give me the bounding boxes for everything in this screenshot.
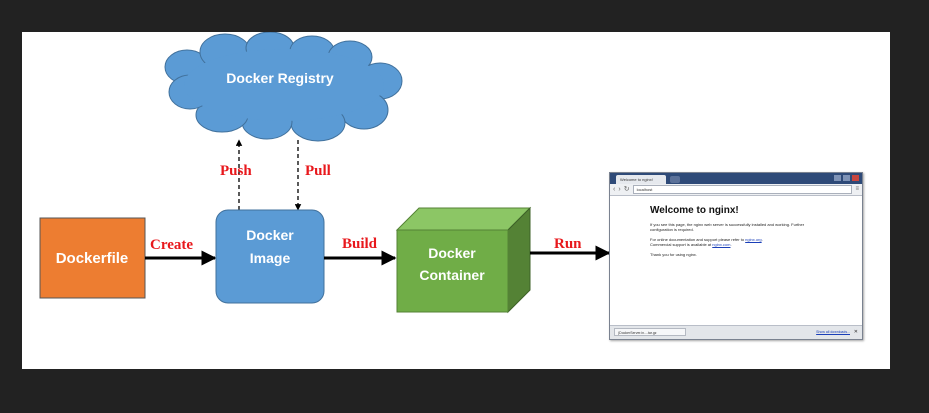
run-label: Run [554,236,582,252]
forward-arrow-icon[interactable]: › [618,186,621,193]
docker-image-label-line1: Docker [246,227,294,243]
download-bar: (DockerServer.in....tar.gz Show all down… [610,325,862,339]
nginx-org-link[interactable]: nginx.org [745,237,762,242]
docker-registry-label: Docker Registry [226,70,334,86]
nginx-com-link[interactable]: nginx.com [712,242,731,247]
dockerfile-label: Dockerfile [56,250,129,267]
nginx-browser-window: Welcome to nginx! ‹ › ↻ localhost ≡ Welc… [609,172,863,340]
create-label: Create [150,237,193,253]
show-all-downloads-link[interactable]: Show all downloads... [816,330,850,334]
close-download-bar-icon[interactable]: ✕ [853,329,858,335]
pull-label: Pull [305,163,331,179]
docker-container-label-line2: Container [419,267,485,283]
docker-image-node: Docker Image [215,209,325,304]
browser-tab[interactable]: Welcome to nginx! [616,175,666,184]
dockerfile-node: Dockerfile [39,217,146,299]
address-bar[interactable]: localhost [632,185,853,194]
nginx-intro-text: If you see this page, the nginx web serv… [650,222,805,232]
build-label: Build [342,236,378,252]
download-item[interactable]: (DockerServer.in....tar.gz [614,328,686,336]
docker-image-label-line2: Image [250,250,291,266]
nginx-support-text: For online documentation and support ple… [650,237,763,242]
new-tab-button[interactable] [670,176,680,183]
nginx-commercial-text: Commercial support is available at nginx… [650,242,732,247]
nginx-heading: Welcome to nginx! [650,205,739,216]
commercial-text: Commercial support is available at [650,242,713,247]
push-label: Push [220,163,252,179]
window-controls [834,175,859,181]
reload-icon[interactable]: ↻ [623,186,630,193]
minimize-icon[interactable] [834,175,841,181]
docker-registry-cloud: Docker Registry [164,32,403,142]
browser-tab-bar: Welcome to nginx! [610,173,862,184]
nginx-thanks-text: Thank you for using nginx. [650,252,697,257]
diagram-canvas: Docker Registry Push Pull Dockerfile Cre… [22,32,890,369]
menu-icon[interactable]: ≡ [855,186,859,192]
docs-text: For online documentation and support ple… [650,237,746,242]
back-arrow-icon[interactable]: ‹ [613,186,616,193]
browser-toolbar: ‹ › ↻ localhost ≡ [610,184,862,196]
maximize-icon[interactable] [843,175,850,181]
docker-container-node: Docker Container [395,206,532,314]
close-window-icon[interactable] [852,175,859,181]
page-content: Welcome to nginx! If you see this page, … [610,196,862,326]
docker-flow-diagram: Docker Registry Push Pull Dockerfile Cre… [39,32,611,314]
docker-container-label-line1: Docker [428,245,476,261]
